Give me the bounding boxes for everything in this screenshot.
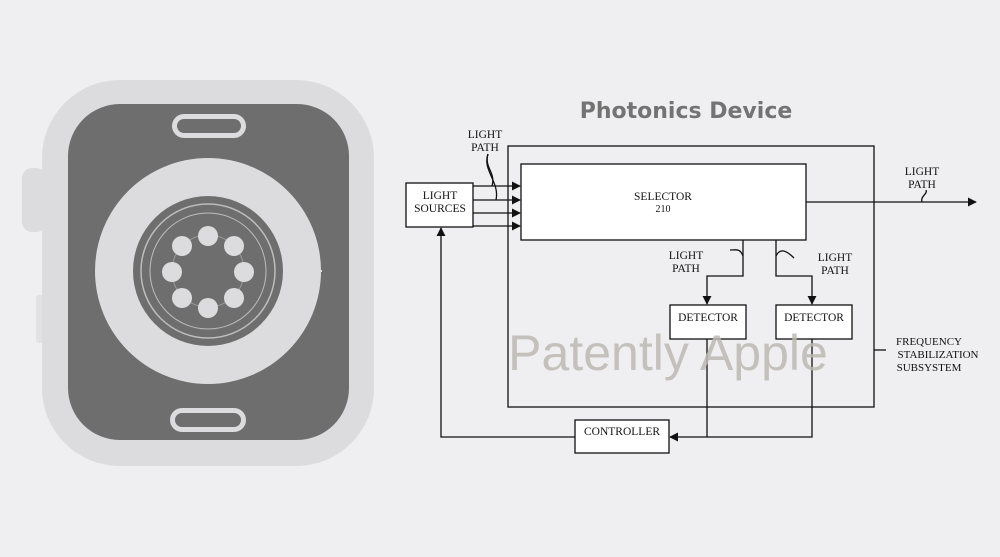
right-light-path-label: LIGHT: [818, 252, 853, 264]
sensor-led: [172, 236, 192, 256]
input-light-path-label: LIGHT: [468, 129, 503, 141]
detector-right-box: [775, 304, 853, 340]
detector-left-box: [669, 304, 747, 340]
output-light-path-leader: [921, 189, 927, 203]
band-slot-top-inner: [177, 119, 241, 133]
band-slot-bottom-inner: [175, 413, 241, 427]
sensor-outline-outer: [140, 203, 276, 339]
sensor-led: [198, 298, 218, 318]
controller-box: [574, 419, 670, 454]
sensor-led: [224, 236, 244, 256]
detector-right-label: DETECTOR: [784, 312, 844, 324]
subsystem-label: SUBSYSTEM: [897, 362, 962, 374]
block-diagram: [405, 145, 977, 454]
selector-label: SELECTOR: [634, 191, 692, 203]
subsystem-label: STABILIZATION: [898, 349, 979, 361]
sensor-led: [198, 226, 218, 246]
controller-to-light-sources: [436, 227, 575, 438]
output-light-path-label: LIGHT: [905, 166, 940, 178]
detector-right-feedback: [669, 339, 813, 442]
right-light-path-label: PATH: [821, 265, 849, 277]
watch-back-illustration: [22, 80, 374, 466]
light-path-leader: [486, 153, 498, 201]
selector-to-detector-right: [775, 240, 817, 305]
output-light-path-label: PATH: [908, 179, 936, 191]
subsystem-label: FREQUENCY: [896, 336, 962, 348]
detector-left-label: DETECTOR: [678, 312, 738, 324]
left-light-path-label: PATH: [672, 263, 700, 275]
selector-box: [520, 163, 807, 241]
page-title: Photonics Device: [580, 99, 793, 124]
light-sources-label: SOURCES: [414, 203, 466, 215]
sensor-led: [172, 288, 192, 308]
left-light-path-label: LIGHT: [669, 250, 704, 262]
diagram-labels: LIGHT SOURCES SELECTOR 210 DETECTOR DETE…: [414, 129, 978, 438]
selector-number: 210: [656, 204, 671, 215]
light-sources-box: [405, 182, 474, 228]
subsystem-outline: [507, 145, 875, 408]
light-sources-label: LIGHT: [423, 190, 458, 202]
sensor-window: [133, 196, 283, 346]
light-path-leader-right: [775, 250, 795, 259]
selector-to-detector-left: [702, 240, 744, 305]
watermark: Patently Apple: [508, 325, 828, 381]
sensor-led: [162, 262, 182, 282]
input-light-path-label: PATH: [471, 142, 499, 154]
sensor-led: [234, 262, 254, 282]
sensor-led: [224, 288, 244, 308]
controller-label: CONTROLLER: [584, 426, 660, 438]
light-path-leader-left: [729, 249, 744, 257]
crown-button: [22, 168, 46, 232]
sensor-outline-inner: [149, 212, 267, 330]
